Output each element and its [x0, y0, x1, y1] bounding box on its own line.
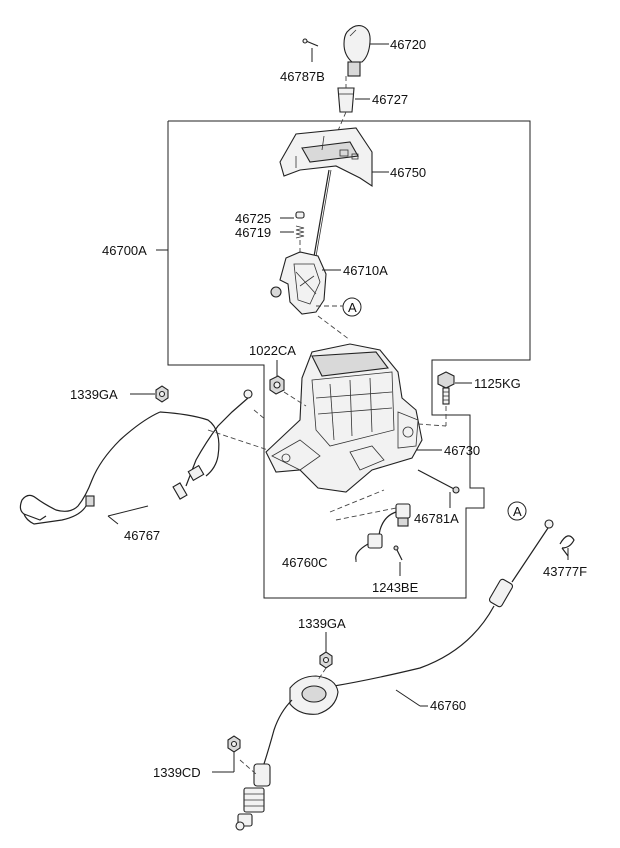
label-46760: 46760 — [430, 698, 466, 713]
label-1243be: 1243BE — [372, 580, 419, 595]
label-46767: 46767 — [124, 528, 160, 543]
label-46727: 46727 — [372, 92, 408, 107]
clip-part[interactable] — [559, 535, 575, 557]
label-1125kg: 1125KG — [474, 376, 521, 391]
label-46700a: 46700A — [102, 243, 147, 258]
label-1339ga-bottom: 1339GA — [298, 616, 346, 631]
reference-a-marker-2 — [507, 501, 527, 521]
harness-connector-part[interactable] — [355, 503, 411, 561]
detent-pin-part[interactable] — [295, 211, 305, 219]
indicator-cover-part[interactable] — [279, 127, 373, 188]
shift-cable-part[interactable] — [235, 519, 554, 831]
assembly-frame — [167, 120, 531, 599]
cable-nut-lower-part[interactable] — [227, 735, 241, 753]
base-housing-part[interactable] — [265, 343, 423, 493]
label-46720: 46720 — [390, 37, 426, 52]
label-ref-a-1: A — [348, 300, 357, 315]
interlock-cable-part[interactable] — [19, 389, 253, 525]
cable-nut-top-part[interactable] — [155, 385, 169, 403]
label-46725: 46725 — [235, 211, 271, 226]
label-1339cd: 1339CD — [153, 765, 201, 780]
shaft-pin-part[interactable] — [417, 469, 460, 494]
label-46719: 46719 — [235, 225, 271, 240]
cable-nut-bottom-part[interactable] — [319, 651, 333, 669]
boot-part[interactable] — [337, 87, 355, 113]
bolt-part[interactable] — [437, 371, 455, 405]
label-43777f: 43777F — [543, 564, 587, 579]
label-46787b: 46787B — [280, 69, 325, 84]
label-46750: 46750 — [390, 165, 426, 180]
label-46710a: 46710A — [343, 263, 388, 278]
label-1022ca: 1022CA — [249, 343, 296, 358]
shift-knob-part[interactable] — [343, 25, 371, 77]
label-46781a: 46781A — [414, 511, 459, 526]
screw-part[interactable] — [393, 545, 403, 561]
nut-part[interactable] — [269, 375, 285, 395]
shift-lever-part[interactable] — [270, 169, 332, 315]
label-ref-a-2: A — [513, 504, 522, 519]
reference-a-marker — [342, 297, 362, 317]
spring-part[interactable] — [295, 225, 305, 239]
label-46730: 46730 — [444, 443, 480, 458]
label-1339ga-top: 1339GA — [70, 387, 118, 402]
pin-part[interactable] — [302, 38, 319, 47]
label-46760c: 46760C — [282, 555, 328, 570]
